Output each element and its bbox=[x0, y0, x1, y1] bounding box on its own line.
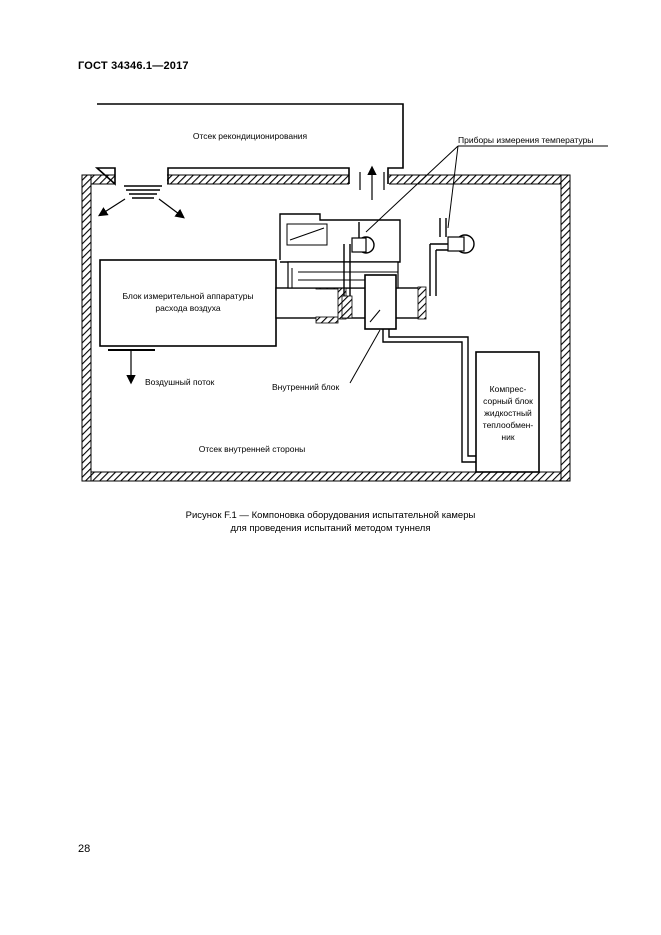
compressor-label-line2: сорный блок bbox=[483, 396, 533, 406]
airflow-measurement-unit: Блок измерительной аппаратуры расхода во… bbox=[99, 259, 277, 387]
document-header: ГОСТ 34346.1—2017 bbox=[78, 60, 189, 72]
temperature-instruments-label: Приборы измерения температуры bbox=[458, 135, 593, 145]
indoor-unit: Внутренний блок bbox=[272, 274, 397, 392]
return-vent bbox=[359, 165, 385, 200]
indoor-side-label: Отсек внутренней стороны bbox=[199, 444, 306, 454]
temperature-instruments: Приборы измерения температуры bbox=[365, 135, 608, 233]
refrigerant-lines bbox=[382, 329, 476, 463]
compressor-unit: Компрес- сорный блок жидкостный теплообм… bbox=[475, 351, 540, 473]
compressor-label-line5: ник bbox=[501, 432, 514, 442]
supply-vent bbox=[97, 185, 185, 219]
upper-apparatus bbox=[279, 213, 401, 319]
sampling-fan-right bbox=[429, 218, 475, 296]
chamber-walls bbox=[81, 174, 571, 482]
compressor-label-line1: Компрес- bbox=[490, 384, 527, 394]
figure-caption-line2: для проведения испытаний методом туннеля bbox=[230, 523, 431, 534]
indoor-unit-label: Внутренний блок bbox=[272, 382, 339, 392]
reconditioning-compartment: Отсек рекондиционирования bbox=[94, 103, 404, 186]
reconditioning-label: Отсек рекондиционирования bbox=[193, 131, 308, 141]
figure-caption-line1: Рисунок F.1 — Компоновка оборудования ис… bbox=[185, 510, 476, 521]
page-number: 28 bbox=[78, 843, 91, 855]
compressor-label-line3: жидкостный bbox=[484, 408, 532, 418]
airflow-label: Воздушный поток bbox=[145, 377, 215, 387]
airflow-unit-label-line1: Блок измерительной аппаратуры bbox=[122, 291, 253, 301]
compressor-label-line4: теплообмен- bbox=[483, 420, 534, 430]
airflow-unit-label-line2: расхода воздуха bbox=[155, 303, 221, 313]
